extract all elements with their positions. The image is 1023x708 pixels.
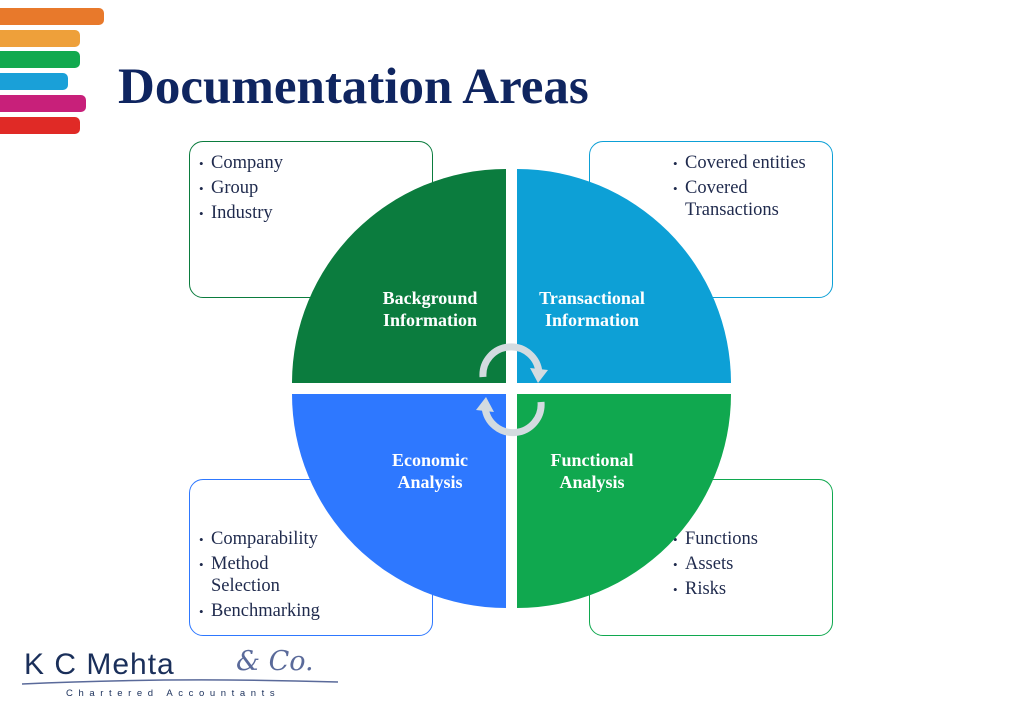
cycle-arrows-icon <box>479 343 545 437</box>
list-functional: Functions Assets Risks <box>672 529 758 604</box>
quadrant-label-economic: Economic Analysis <box>350 449 510 493</box>
quadrant-label-line: Background <box>382 288 478 308</box>
quadrant-label-line: Information <box>545 310 639 330</box>
decor-stripe-blue <box>0 73 68 90</box>
list-item: Risks <box>672 579 758 601</box>
quadrant-functional <box>517 394 731 608</box>
quadrant-label-line: Information <box>383 310 477 330</box>
page-title: Documentation Areas <box>118 59 589 115</box>
decor-stripe-red <box>0 117 80 134</box>
list-item: Functions <box>672 529 758 551</box>
list-economic: Comparability Method Selection Benchmark… <box>198 529 338 626</box>
quadrant-label-line: Functional <box>550 450 634 470</box>
quadrant-background <box>292 169 506 383</box>
quadrant-transactional <box>517 169 731 383</box>
quadrant-label-line: Analysis <box>397 472 463 492</box>
decor-stripe-magenta <box>0 95 86 112</box>
list-item: Company <box>198 153 283 175</box>
list-background: Company Group Industry <box>198 153 283 228</box>
list-item: Method Selection <box>198 554 291 597</box>
list-item: Industry <box>198 203 283 225</box>
quadrant-label-line: Analysis <box>559 472 625 492</box>
logo-name: K C Mehta <box>24 648 175 681</box>
logo-underline <box>21 679 339 685</box>
arrowhead-right-icon <box>530 368 548 383</box>
logo-subtitle: Chartered Accountants <box>66 688 281 699</box>
quadrant-label-background: Background Information <box>350 287 510 331</box>
list-item: Group <box>198 178 283 200</box>
decor-stripe-green <box>0 51 80 68</box>
list-item: Comparability <box>198 529 338 551</box>
decor-stripe-amber <box>0 30 80 47</box>
arrowhead-left-icon <box>476 397 494 412</box>
list-item: Covered entities <box>672 153 830 175</box>
quadrant-label-transactional: Transactional Information <box>512 287 672 331</box>
decor-stripe-orange <box>0 8 104 25</box>
list-transactional: Covered entities Covered Transactions <box>672 153 830 225</box>
quadrant-label-functional: Functional Analysis <box>512 449 672 493</box>
list-item: Benchmarking <box>198 601 338 623</box>
quadrant-label-line: Economic <box>392 450 468 470</box>
quadrant-economic <box>292 394 506 608</box>
quadrant-label-line: Transactional <box>539 288 645 308</box>
list-item: Assets <box>672 554 758 576</box>
logo-suffix: & Co. <box>236 646 314 677</box>
list-item: Covered Transactions <box>672 178 830 221</box>
